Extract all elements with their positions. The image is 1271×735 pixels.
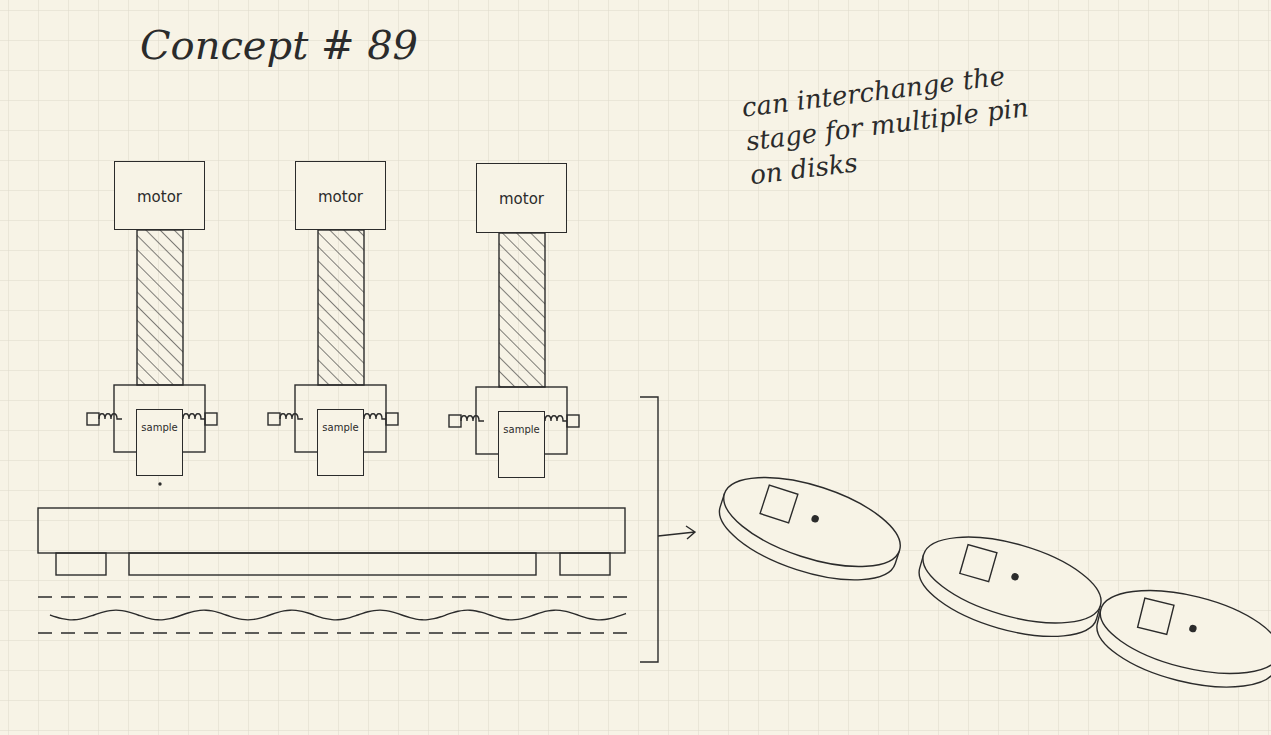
fluid-level bbox=[38, 632, 632, 633]
bracket bbox=[640, 397, 658, 662]
motor-box: motor bbox=[295, 161, 386, 230]
node-label: sample bbox=[503, 424, 539, 435]
base-platform bbox=[38, 508, 625, 553]
spring-anchor bbox=[567, 415, 579, 427]
node-label: sample bbox=[141, 422, 177, 433]
sample-holder: sample bbox=[498, 411, 545, 478]
spring-coil bbox=[99, 414, 122, 419]
lead-screw bbox=[499, 233, 545, 387]
spring-coil bbox=[280, 414, 303, 419]
lead-screw bbox=[318, 230, 364, 385]
node-label: sample bbox=[322, 422, 358, 433]
disk bbox=[709, 459, 911, 598]
motor-box: motor bbox=[114, 161, 205, 230]
disk bbox=[910, 520, 1111, 653]
handwritten-note: can interchange the stage for multiple p… bbox=[740, 55, 1050, 192]
spring-anchor bbox=[205, 413, 217, 425]
platform-rail bbox=[129, 553, 536, 575]
platform-foot bbox=[560, 553, 610, 575]
pin-on-disk-stages bbox=[709, 459, 1271, 702]
spring-coil bbox=[183, 414, 205, 419]
sample-holder: sample bbox=[136, 409, 183, 476]
sample-holder: sample bbox=[317, 409, 364, 476]
fluid-level bbox=[38, 596, 632, 597]
node-label: motor bbox=[318, 188, 363, 206]
spring-anchor bbox=[386, 413, 398, 425]
spring-coil bbox=[461, 416, 484, 421]
spring-coil bbox=[545, 416, 567, 421]
disk bbox=[1089, 575, 1271, 703]
node-label: motor bbox=[499, 190, 544, 208]
spring-anchor bbox=[268, 413, 280, 425]
title: Concept # 89 bbox=[140, 22, 418, 68]
motor-box: motor bbox=[476, 163, 567, 233]
arrow bbox=[658, 526, 695, 539]
fluid-wave bbox=[50, 610, 626, 620]
lead-screw bbox=[137, 230, 183, 385]
node-label: motor bbox=[137, 188, 182, 206]
spring-anchor bbox=[449, 415, 461, 427]
spring-anchor bbox=[87, 413, 99, 425]
dot bbox=[159, 483, 161, 485]
platform-foot bbox=[56, 553, 106, 575]
spring-coil bbox=[364, 414, 386, 419]
